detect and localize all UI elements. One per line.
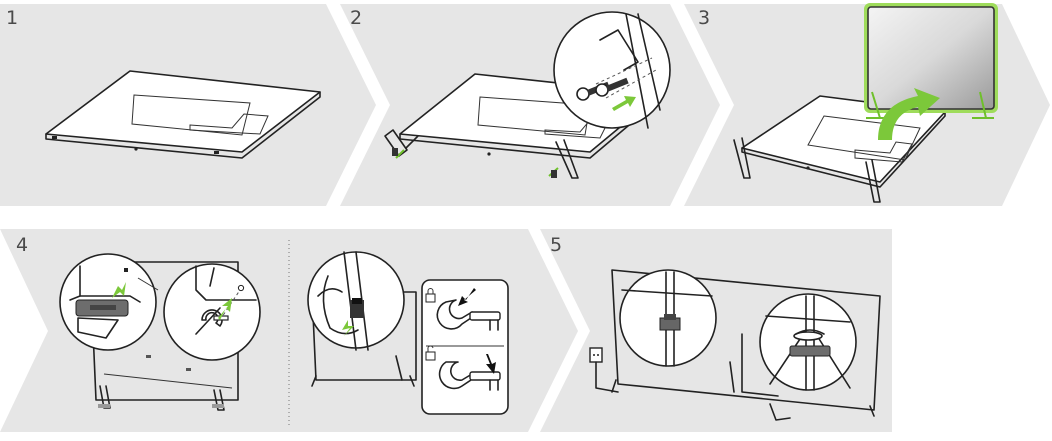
- power-outlet-icon: [589, 347, 603, 363]
- step-5-number: 5: [550, 234, 562, 256]
- step-4-number: 4: [16, 234, 28, 256]
- lock-icon: [425, 288, 436, 303]
- step-3-number: 3: [698, 7, 710, 29]
- step-3-illustration: [733, 3, 998, 203]
- screw-icon: [576, 77, 629, 101]
- clip-open-icon: [438, 354, 501, 391]
- green-arrow-icon: [612, 96, 636, 111]
- step-2-number: 2: [350, 7, 362, 29]
- clip-closed-icon: [436, 288, 501, 331]
- step-1-number: 1: [6, 7, 18, 29]
- step-4-right-illustration: [307, 251, 509, 415]
- step-2-illustration: [384, 11, 671, 179]
- lift-arrow-icon: [878, 88, 940, 140]
- step-1-illustration: [45, 70, 321, 159]
- step-4-left-illustration: [59, 253, 261, 411]
- unlock-icon: [425, 345, 436, 361]
- step-5-illustration: [589, 269, 881, 421]
